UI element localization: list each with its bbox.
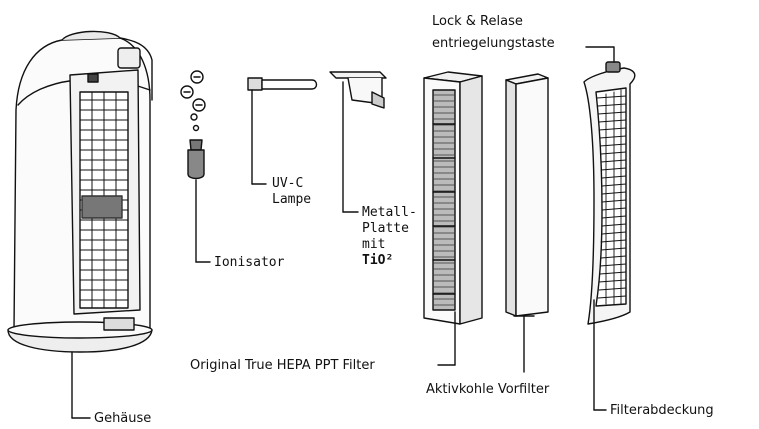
uvc-label-line1: UV-C — [272, 176, 304, 191]
metal-label-line2: Platte — [362, 221, 409, 236]
metal-label-line1: Metall- — [362, 205, 417, 220]
ionizer-label: Ionisator — [214, 255, 285, 270]
metal-plate-part — [329, 71, 387, 213]
lock-release-label: Lock & Relase entriegelungstaste — [432, 14, 555, 52]
filter-cover-part — [583, 61, 636, 411]
uvc-label-line2: Lampe — [272, 192, 312, 207]
uvc-lamp-label: UV-C Lampe — [272, 176, 311, 208]
housing-label: Gehäuse — [94, 411, 152, 426]
lock-label-line2: entriegelungstaste — [432, 36, 555, 51]
filter-cover-label: Filterabdeckung — [610, 403, 714, 418]
uvc-lamp-part — [247, 77, 318, 185]
lock-label-line1: Lock & Relase — [432, 14, 523, 29]
metal-label-line3: mit — [362, 237, 386, 252]
hepa-filter-label: Original True HEPA PPT Filter — [190, 358, 375, 373]
lock-leader-line — [585, 46, 615, 63]
metal-label-line4: TiO² — [362, 253, 394, 268]
carbon-prefilter-label: Aktivkohle Vorfilter — [426, 382, 550, 397]
metal-plate-label: Metall- Platte mit TiO² — [362, 205, 417, 269]
housing-unit — [7, 30, 153, 353]
hepa-filter-part — [423, 71, 483, 366]
carbon-prefilter-part — [505, 73, 549, 373]
ionizer-part — [180, 70, 211, 263]
